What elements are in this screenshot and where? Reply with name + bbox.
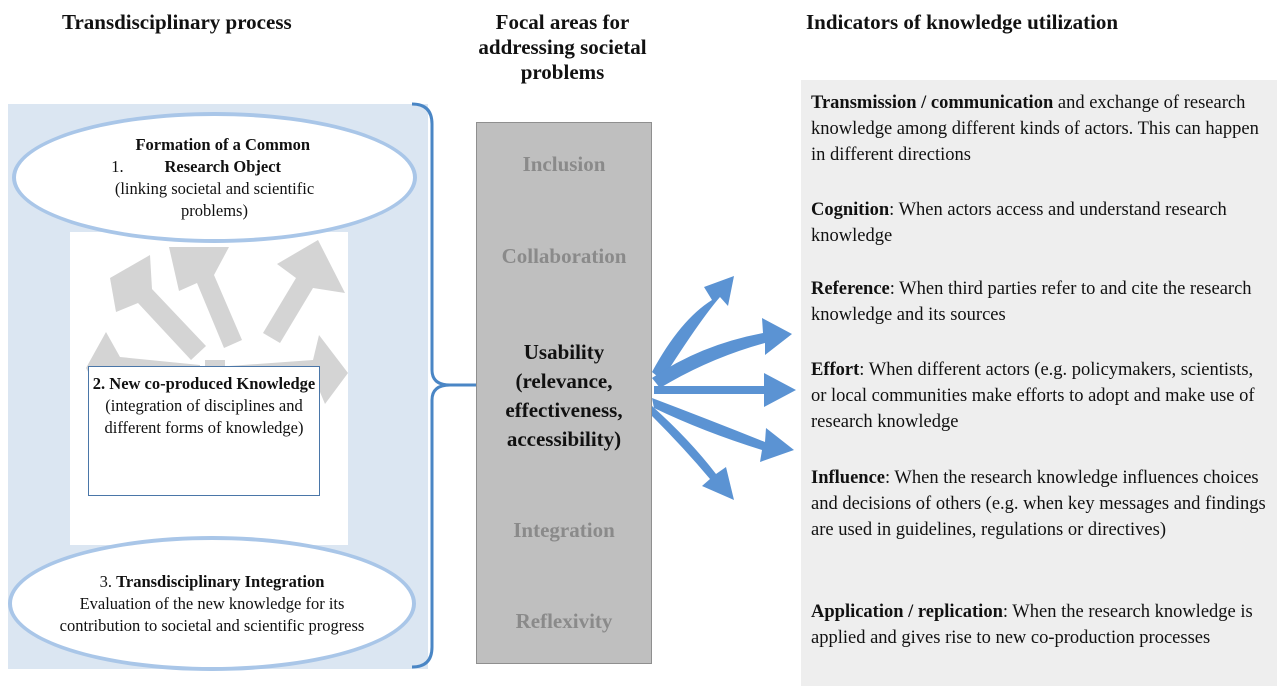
- step-1-description: (linking societal and scientific problem…: [114, 178, 315, 220]
- indicator-text: : When different actors (e.g. policymake…: [811, 360, 1255, 432]
- indicator-term: Effort: [811, 360, 860, 380]
- heading-focal-areas: Focal areas for addressing societal prob…: [478, 10, 647, 84]
- indicator-transmission: Transmission / communication and exchang…: [811, 90, 1271, 168]
- usability-title: Usability: [523, 340, 605, 364]
- heading-transdisciplinary-process: Transdisciplinary process: [62, 10, 292, 34]
- indicator-application: Application / replication: When the rese…: [811, 599, 1271, 651]
- indicator-term: Application / replication: [811, 602, 1003, 622]
- step-2-title: New co-produced Knowledge: [109, 374, 316, 393]
- usability-description: (relevance, effectiveness, accessibility…: [505, 369, 623, 451]
- indicator-term: Cognition: [811, 200, 890, 220]
- step-2-knowledge-box: 2. New co-produced Knowledge (integratio…: [88, 366, 320, 496]
- indicator-text: : When the research knowledge is applied…: [811, 602, 1253, 648]
- indicator-text: and exchange of research knowledge among…: [811, 93, 1259, 165]
- indicator-term: Reference: [811, 279, 890, 299]
- focal-reflexivity: Reflexivity: [515, 609, 613, 633]
- indicator-text: : When actors access and understand rese…: [811, 200, 1227, 246]
- step-2-number: 2.: [92, 374, 110, 393]
- step-3-description: Evaluation of the new knowledge for its …: [59, 593, 365, 635]
- focal-areas-box: [476, 122, 652, 664]
- focal-inclusion: Inclusion: [522, 152, 606, 176]
- focal-integration: Integration: [513, 518, 615, 542]
- step-3-number: 3.: [99, 571, 117, 591]
- step-1-formation-oval: 1. Formation of a Common Research Object…: [12, 112, 417, 243]
- step-1-number: 1.: [111, 156, 128, 176]
- indicator-text: : When third parties refer to and cite t…: [811, 279, 1252, 325]
- indicator-cognition: Cognition: When actors access and unders…: [811, 197, 1271, 249]
- step-3-integration-oval: 3. Transdisciplinary Integration Evaluat…: [8, 536, 416, 671]
- step-2-description: (integration of disciplines and differen…: [104, 396, 304, 437]
- step-3-title: Transdisciplinary Integration: [116, 571, 325, 591]
- diverging-arrows-icon: [652, 276, 796, 500]
- indicator-text: : When the research knowledge influences…: [811, 468, 1266, 540]
- indicators-panel: [801, 80, 1277, 686]
- indicator-reference: Reference: When third parties refer to a…: [811, 276, 1271, 328]
- heading-indicators: Indicators of knowledge utilization: [806, 10, 1119, 34]
- indicator-term: Transmission / communication: [811, 93, 1054, 113]
- focal-collaboration: Collaboration: [501, 244, 627, 268]
- bracket-icon: [411, 102, 451, 669]
- indicator-term: Influence: [811, 468, 885, 488]
- step-1-title: Formation of a Common Research Object: [135, 134, 311, 176]
- indicator-influence: Influence: When the research knowledge i…: [811, 465, 1271, 543]
- indicator-effort: Effort: When different actors (e.g. poli…: [811, 357, 1271, 435]
- focal-usability: Usability (relevance, effectiveness, acc…: [476, 338, 652, 454]
